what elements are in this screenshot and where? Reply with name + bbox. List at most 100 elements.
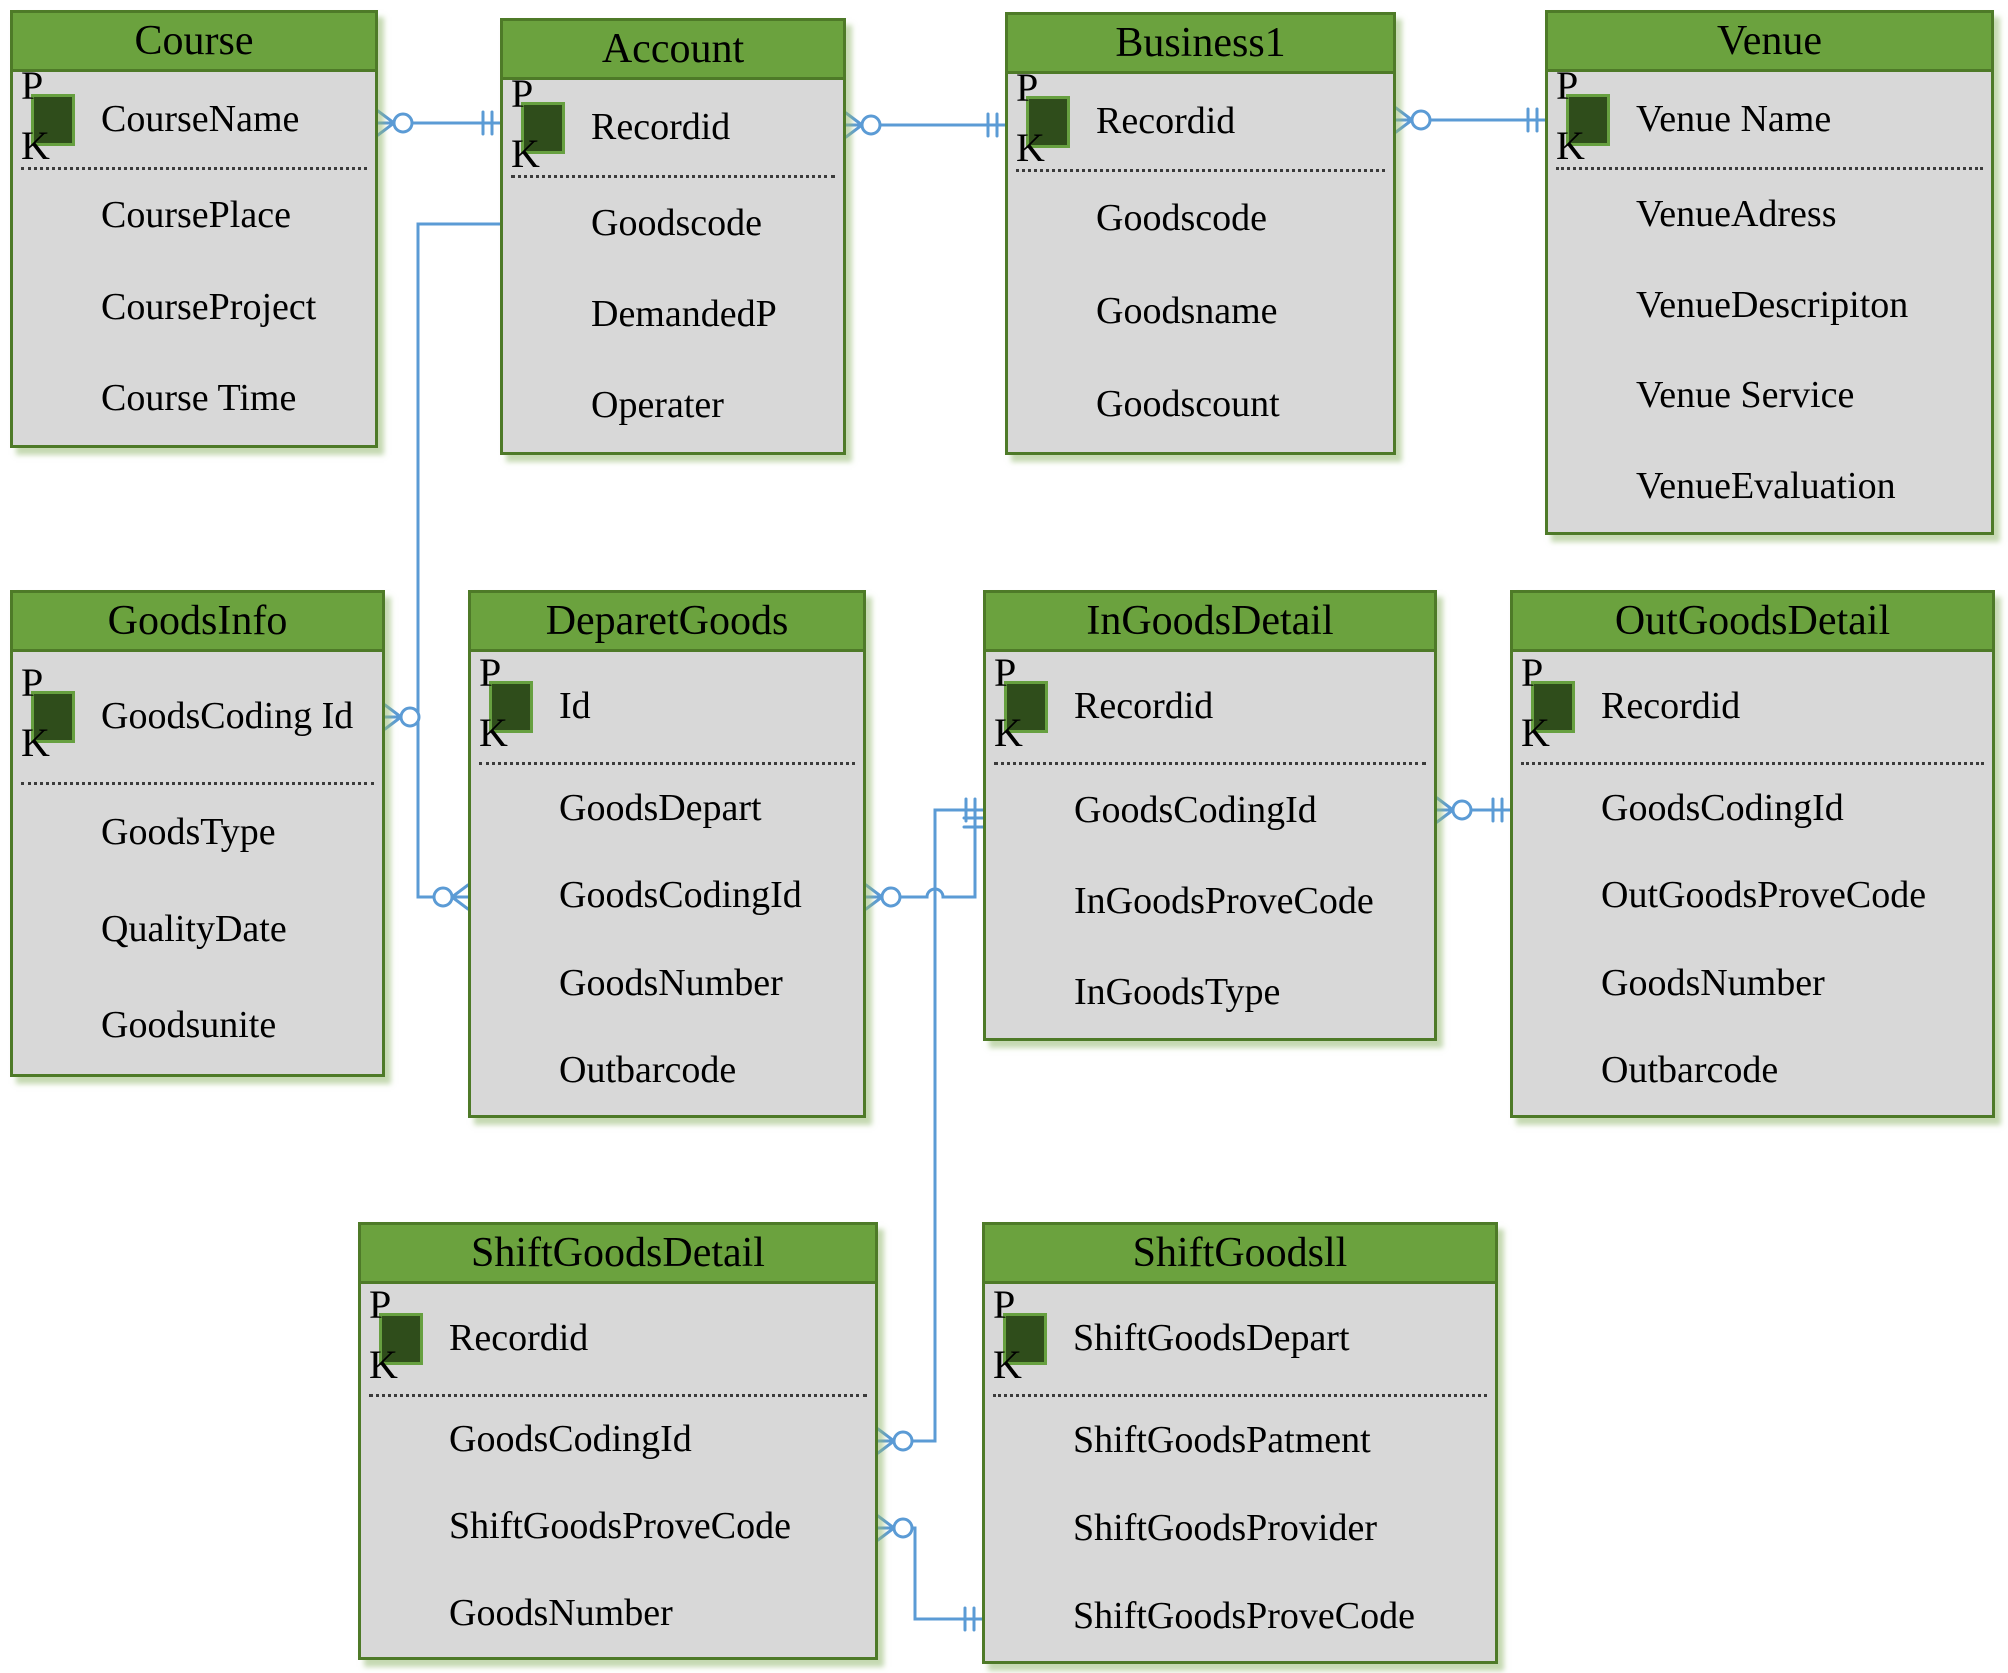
relationship-shiftgoodsdetail-ingoodsdetail bbox=[876, 797, 983, 1455]
pk-letter-p: P bbox=[1016, 64, 1039, 110]
field-row: Goodsunite bbox=[101, 1003, 277, 1046]
field-row: Goodscode bbox=[591, 201, 762, 244]
entity-title: ShiftGoodsDetail bbox=[361, 1225, 875, 1284]
entity-title: Account bbox=[503, 21, 843, 80]
pk-letter-k: K bbox=[21, 720, 50, 765]
pk-divider bbox=[21, 782, 374, 785]
pk-field-name: Recordid bbox=[1096, 99, 1236, 142]
pk-field-name: ShiftGoodsDepart bbox=[1073, 1317, 1350, 1360]
pk-letter-p: P bbox=[1556, 62, 1579, 108]
field-row: Operater bbox=[591, 384, 724, 427]
field-row: InGoodsType bbox=[1074, 970, 1281, 1013]
entity-title: OutGoodsDetail bbox=[1513, 593, 1992, 652]
field-row: GoodsCodingId bbox=[449, 1418, 692, 1461]
entity-title: Venue bbox=[1548, 13, 1991, 72]
pk-letter-k: K bbox=[1521, 710, 1550, 755]
pk-field-name: Recordid bbox=[449, 1317, 589, 1360]
pk-letter-k: K bbox=[994, 710, 1023, 755]
field-row: GoodsCodingId bbox=[559, 874, 802, 917]
field-row: DemandedP bbox=[591, 293, 777, 336]
field-row: CourseProject bbox=[101, 285, 317, 328]
pk-letter-p: P bbox=[21, 660, 44, 705]
pk-field-name: Recordid bbox=[1074, 685, 1214, 728]
entity-title: InGoodsDetail bbox=[986, 593, 1434, 652]
field-row: ShiftGoodsProvider bbox=[1073, 1507, 1377, 1550]
pk-field-name: Recordid bbox=[591, 105, 731, 148]
entity-title: ShiftGoodsll bbox=[985, 1225, 1495, 1284]
pk-divider bbox=[1556, 167, 1983, 170]
pk-field-name: GoodsCoding Id bbox=[101, 695, 354, 738]
pk-divider bbox=[369, 1394, 867, 1397]
entity-title: Business1 bbox=[1008, 15, 1393, 74]
pk-square bbox=[521, 101, 565, 154]
pk-letter-k: K bbox=[21, 122, 50, 168]
field-row: Goodscode bbox=[1096, 196, 1267, 239]
field-row: VenueEvaluation bbox=[1636, 464, 1896, 507]
pk-square bbox=[489, 681, 533, 733]
relationship-account-business1 bbox=[844, 111, 1005, 139]
field-row: QualityDate bbox=[101, 907, 287, 950]
pk-letter-p: P bbox=[21, 62, 44, 108]
field-row: Outbarcode bbox=[1601, 1049, 1779, 1092]
pk-letter-p: P bbox=[369, 1282, 392, 1327]
entity-title: DeparetGoods bbox=[471, 593, 863, 652]
pk-divider bbox=[993, 1394, 1487, 1397]
field-row: ShiftGoodsProveCode bbox=[1073, 1595, 1415, 1638]
pk-divider bbox=[511, 175, 835, 178]
pk-letter-k: K bbox=[1016, 124, 1045, 170]
field-row: VenueDescripiton bbox=[1636, 283, 1909, 326]
field-row: InGoodsProveCode bbox=[1074, 879, 1374, 922]
pk-divider bbox=[1521, 762, 1984, 765]
relationship-shiftgoodsdetail-shiftgoodsll bbox=[876, 1514, 982, 1632]
pk-square bbox=[1566, 93, 1610, 146]
entity-title: Course bbox=[13, 13, 375, 72]
pk-divider bbox=[21, 167, 367, 170]
relationship-course-account bbox=[376, 109, 500, 137]
entity-title: GoodsInfo bbox=[13, 593, 382, 652]
field-row: GoodsNumber bbox=[559, 961, 783, 1004]
pk-divider bbox=[479, 762, 855, 765]
pk-letter-k: K bbox=[511, 130, 540, 176]
pk-square bbox=[31, 691, 75, 743]
field-row: Goodsname bbox=[1096, 290, 1278, 333]
field-row: CoursePlace bbox=[101, 193, 291, 236]
relationship-business1-venue bbox=[1394, 106, 1545, 134]
